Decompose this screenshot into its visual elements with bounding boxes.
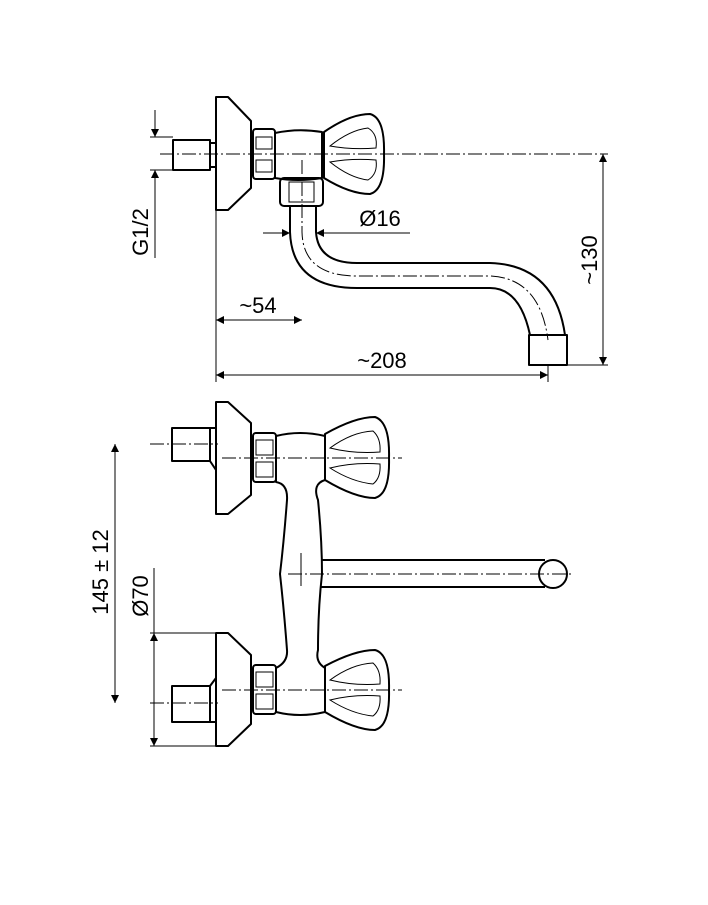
escutcheon-diameter-label: Ø70 — [128, 575, 153, 617]
inlet-connector — [172, 139, 211, 171]
handle — [323, 113, 386, 195]
thread-label: G1/2 — [128, 208, 153, 256]
spout-centerline — [301, 160, 549, 341]
lower-inlet-connector — [171, 685, 211, 723]
dimension-g1-2: G1/2 — [128, 110, 173, 258]
spout-diameter-label: Ø16 — [359, 206, 401, 231]
outlet-offset-label: ~54 — [239, 293, 276, 318]
upper-inlet-connector — [171, 427, 211, 462]
mixer-body — [275, 432, 326, 716]
valve-body — [274, 129, 323, 181]
side-view: G1/2 Ø16 ~54 ~208 ~130 — [128, 96, 608, 382]
front-view: 145 ± 12 Ø70 — [88, 401, 572, 747]
dimension-130: ~130 — [577, 154, 607, 365]
spout-outer — [289, 206, 531, 336]
dimension-208: ~208 — [216, 348, 548, 379]
spout-reach-label: ~208 — [357, 348, 407, 373]
dimension-o16: Ø16 — [263, 206, 410, 237]
dimension-o70: Ø70 — [128, 568, 216, 747]
spout-inner — [315, 206, 566, 336]
upper-escutcheon — [215, 401, 252, 515]
dimension-145: 145 ± 12 — [88, 444, 119, 703]
center-distance-label: 145 ± 12 — [88, 529, 113, 614]
upper-hex-nut — [252, 432, 277, 483]
lower-handle — [324, 649, 391, 731]
spout-height-label: ~130 — [577, 235, 602, 285]
dimension-54: ~54 — [216, 293, 302, 324]
upper-handle — [324, 416, 391, 499]
